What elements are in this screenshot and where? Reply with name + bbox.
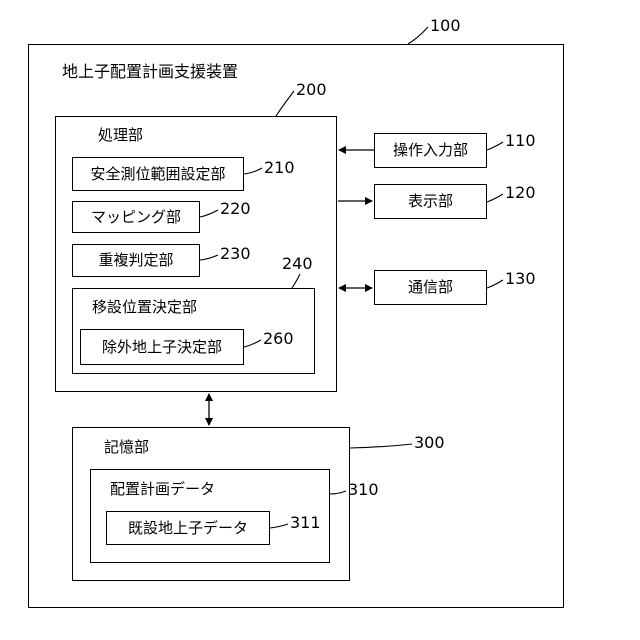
leader-240 — [292, 274, 300, 288]
leader-210 — [244, 168, 262, 174]
leader-110 — [487, 142, 503, 150]
leader-100 — [408, 27, 428, 44]
leader-300 — [350, 444, 412, 448]
leader-311 — [270, 524, 288, 528]
leader-130 — [487, 280, 503, 288]
leader-120 — [487, 194, 503, 202]
leader-220 — [200, 210, 218, 217]
leader-200 — [276, 91, 294, 116]
leader-310 — [330, 491, 346, 494]
leader-260 — [244, 340, 261, 347]
leader-230 — [200, 255, 218, 260]
